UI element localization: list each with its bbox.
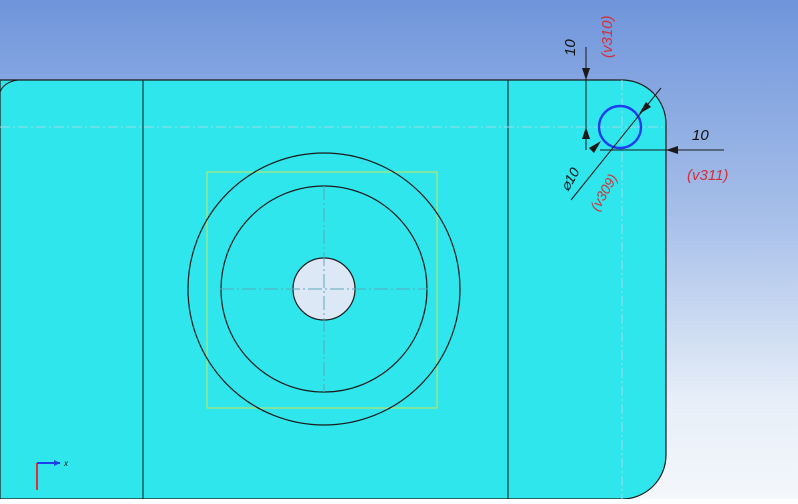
right-dimension-variable[interactable]: (v311) <box>687 167 728 184</box>
diameter-arrow-top <box>639 102 651 114</box>
origin-axes-icon: x <box>36 459 69 490</box>
right-dimension-value[interactable]: 10 <box>692 127 709 144</box>
corner-hole-selected[interactable] <box>597 104 643 150</box>
top-dimension-arrow-lower <box>582 127 590 139</box>
top-dimension-value[interactable]: 10 <box>562 39 579 56</box>
top-dimension-arrow <box>582 68 590 80</box>
outer-circle[interactable] <box>187 152 461 426</box>
plate-left-corner <box>0 79 19 93</box>
selection-frame[interactable] <box>206 171 438 409</box>
origin-axis-label: x <box>63 459 69 468</box>
diameter-arrow-bottom <box>589 141 601 153</box>
center-hole[interactable] <box>292 257 356 321</box>
top-dimension-variable[interactable]: (v310) <box>599 15 616 58</box>
right-dimension-arrow <box>666 146 678 154</box>
